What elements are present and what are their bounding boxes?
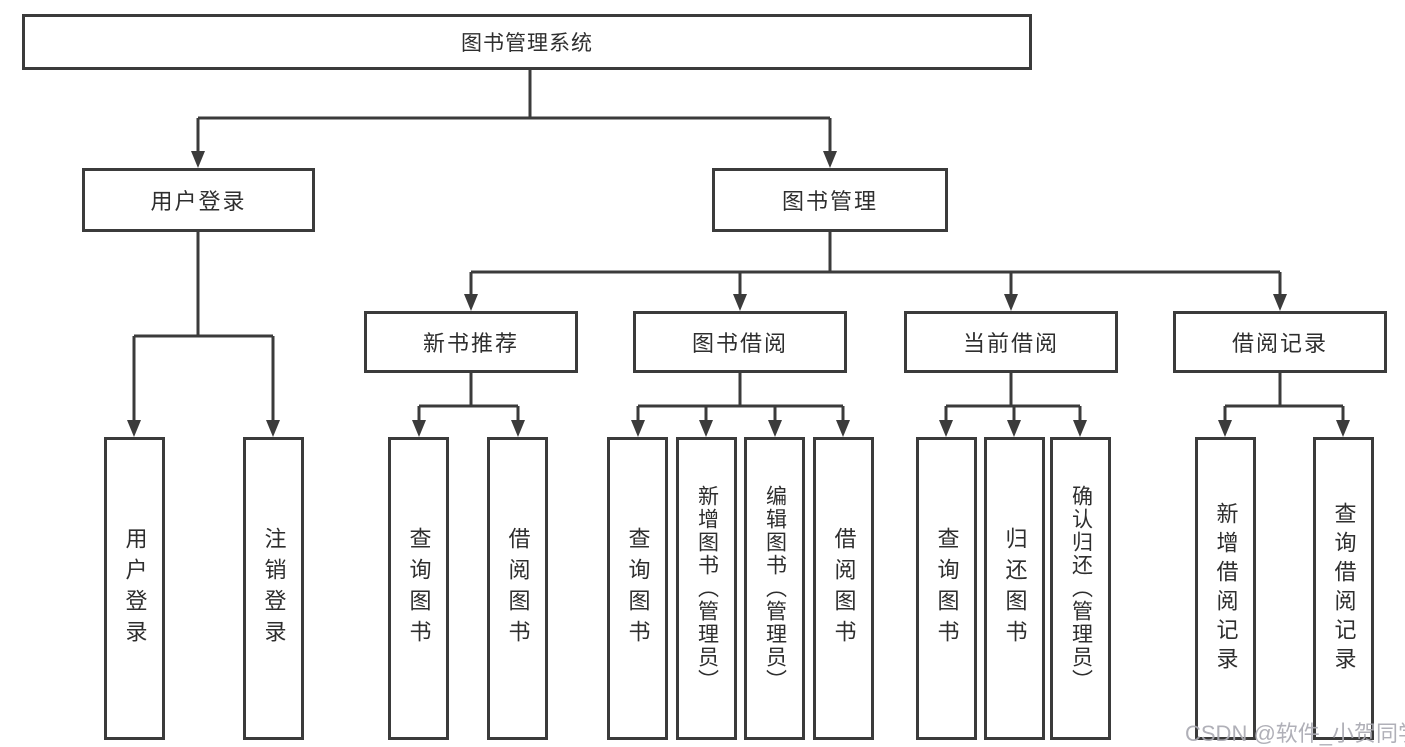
leaf-label: 用户登录 <box>122 526 148 651</box>
node-leaf-user-login: 用户登录 <box>104 437 165 740</box>
connector-book-management-branch <box>469 232 1282 296</box>
leaf-label: 查询图书 <box>625 526 651 651</box>
node-leaf-query-books-recommend: 查询图书 <box>388 437 449 740</box>
leaf-label: 注销登录 <box>261 526 287 651</box>
leaf-label: 新增借阅记录 <box>1213 501 1239 676</box>
node-leaf-add-borrow-record: 新增借阅记录 <box>1195 437 1256 740</box>
arrowheads-current-borrow-branch <box>939 420 1087 437</box>
node-leaf-return-books: 归还图书 <box>984 437 1045 740</box>
node-leaf-borrow-books-recommend: 借阅图书 <box>487 437 548 740</box>
arrowheads-user-login-branch <box>127 420 280 437</box>
node-new-book-recommend: 新书推荐 <box>364 311 578 373</box>
leaf-label: 借阅图书 <box>831 526 857 651</box>
arrowheads-root-to-level2 <box>191 151 837 168</box>
node-book-borrow: 图书借阅 <box>633 311 847 373</box>
node-book-management: 图书管理 <box>712 168 948 232</box>
node-leaf-query-books-borrow: 查询图书 <box>607 437 668 740</box>
connector-borrow-record-branch <box>1223 373 1345 422</box>
node-user-login: 用户登录 <box>82 168 315 232</box>
leaf-label: 确认归还（管理员） <box>1069 485 1093 692</box>
leaf-label: 借阅图书 <box>505 526 531 651</box>
leaf-label: 查询图书 <box>934 526 960 651</box>
connector-root-to-level2 <box>196 70 832 153</box>
connector-user-login-branch <box>132 232 275 422</box>
leaf-label: 新增图书（管理员） <box>695 485 719 692</box>
node-leaf-confirm-return-admin: 确认归还（管理员） <box>1050 437 1111 740</box>
connector-new-book-branch <box>417 373 520 422</box>
arrowheads-book-borrow-branch <box>631 420 850 437</box>
leaf-label: 归还图书 <box>1002 526 1028 651</box>
arrowheads-new-book-branch <box>412 420 525 437</box>
leaf-label: 编辑图书（管理员） <box>763 485 787 692</box>
node-leaf-borrow-books: 借阅图书 <box>813 437 874 740</box>
node-leaf-logout: 注销登录 <box>243 437 304 740</box>
watermark: CSDN @软件_小贺同学 <box>1185 721 1405 746</box>
node-current-borrow: 当前借阅 <box>904 311 1118 373</box>
node-library-management-system: 图书管理系统 <box>22 14 1032 70</box>
leaf-label: 查询图书 <box>406 526 432 651</box>
node-borrow-record: 借阅记录 <box>1173 311 1387 373</box>
node-leaf-query-books-current: 查询图书 <box>916 437 977 740</box>
connector-book-borrow-branch <box>636 373 845 422</box>
leaf-label: 查询借阅记录 <box>1331 501 1357 676</box>
arrowheads-borrow-record-branch <box>1218 420 1350 437</box>
node-leaf-query-borrow-record: 查询借阅记录 <box>1313 437 1374 740</box>
connector-current-borrow-branch <box>944 373 1082 422</box>
node-leaf-add-books-admin: 新增图书（管理员） <box>676 437 737 740</box>
node-leaf-edit-books-admin: 编辑图书（管理员） <box>744 437 805 740</box>
arrowheads-book-management-branch <box>464 294 1287 311</box>
